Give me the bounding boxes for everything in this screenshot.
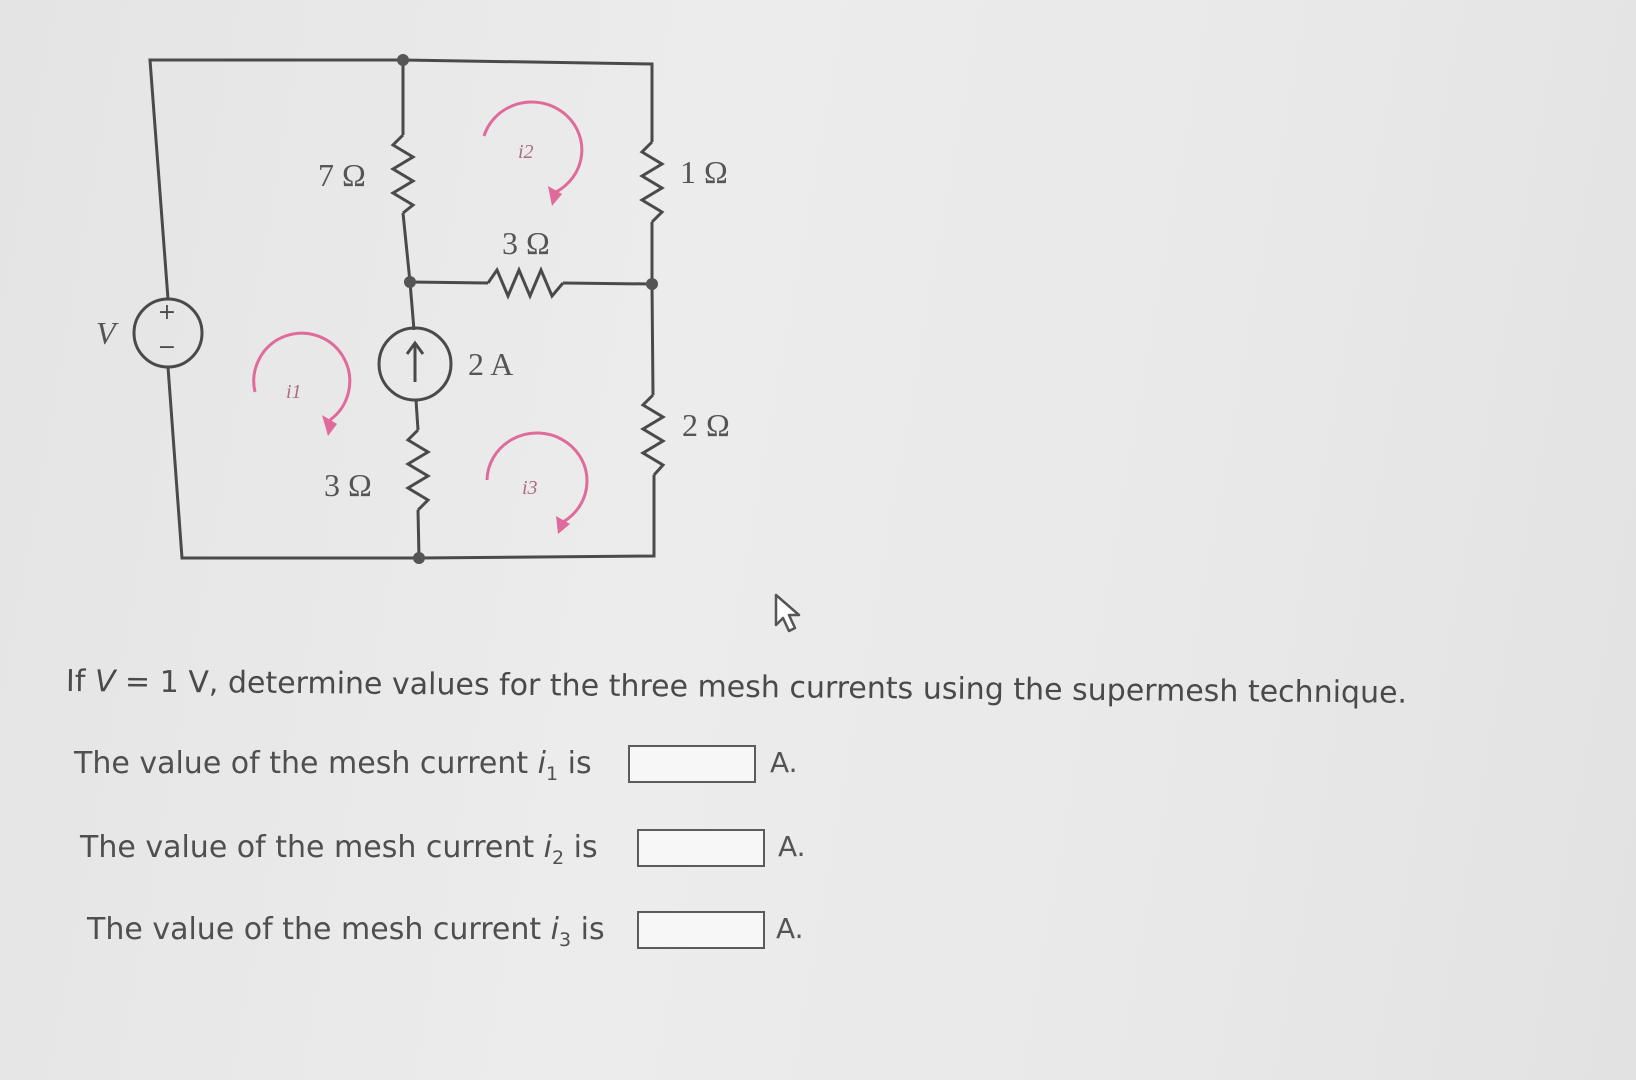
mesh-arrow-i2: [482, 100, 584, 194]
answer-input-i1[interactable]: [628, 745, 756, 783]
wire: [408, 281, 416, 331]
mesh-arrow-i1: [252, 331, 352, 422]
mesh-current-row-2: The value of the mesh current i2 is: [80, 830, 598, 869]
label-2a: 2 A: [468, 346, 513, 382]
unit-label-i3: A.: [776, 912, 804, 945]
node-dot: [646, 278, 658, 290]
node-dot: [404, 276, 416, 288]
source-label: V: [96, 315, 119, 351]
current-source-arrowhead: [405, 340, 425, 355]
label-7ohm: 7 Ω: [318, 157, 366, 193]
node-dot: [413, 552, 425, 564]
wire: [414, 399, 420, 431]
mesh-arrowhead-i2: [548, 186, 562, 206]
minus-sign: −: [158, 335, 176, 360]
mesh-arrowhead-i3: [556, 516, 570, 534]
mouse-cursor-icon: [774, 593, 801, 633]
mesh-current-row-3: The value of the mesh current i3 is: [87, 912, 605, 951]
mesh-arrow-i3: [485, 431, 589, 524]
answer-input-i3[interactable]: [637, 911, 765, 949]
wire: [416, 509, 421, 559]
mesh-arrowhead-i1: [322, 415, 337, 436]
wire-left-top: [148, 58, 654, 300]
plus-sign: +: [158, 300, 176, 325]
voltage-source: [132, 297, 204, 369]
label-2ohm: 2 Ω: [682, 407, 730, 443]
node-dot: [397, 54, 409, 66]
wire: [562, 281, 653, 286]
label-1ohm: 1 Ω: [680, 154, 728, 190]
label-3ohm-bottom: 3 Ω: [324, 467, 372, 503]
mesh-label-i2: i2: [518, 141, 534, 163]
unit-label-i1: A.: [770, 746, 798, 779]
resistor-2ohm: [640, 393, 666, 477]
wire: [650, 283, 655, 396]
label-3ohm-middle: 3 Ω: [502, 225, 550, 261]
mesh-label-i3: i3: [522, 477, 538, 499]
circuit-diagram: + − V 7 Ω 1 Ω 3 Ω 2 A 3 Ω 2 Ω i1 i2 i3: [96, 54, 730, 564]
answer-input-i2[interactable]: [637, 829, 765, 867]
mesh-current-row-1: The value of the mesh current i1 is: [74, 746, 592, 785]
question-text: If V = 1 V, determine values for the thr…: [65, 664, 1408, 711]
resistor-3ohm-middle: [486, 266, 565, 300]
unit-label-i2: A.: [778, 830, 806, 863]
wire: [401, 212, 412, 283]
current-source: [377, 326, 453, 402]
resistor-7ohm: [390, 133, 416, 215]
mesh-label-i1: i1: [286, 381, 302, 403]
wire: [409, 280, 489, 285]
resistor-3ohm-bottom: [405, 428, 431, 512]
resistor-1ohm: [639, 140, 665, 224]
